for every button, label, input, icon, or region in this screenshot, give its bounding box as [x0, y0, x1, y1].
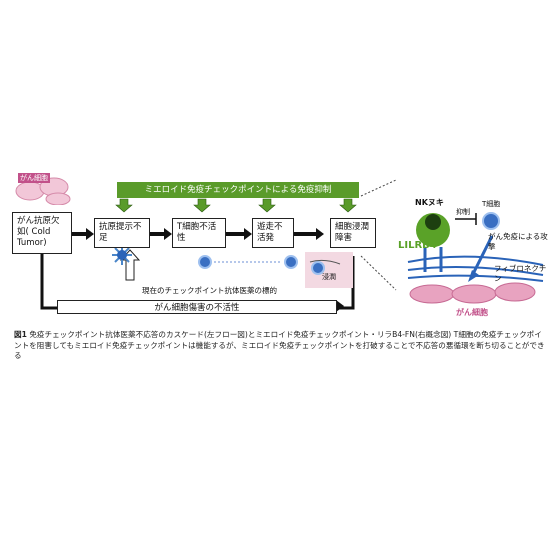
green-arrow-2: [193, 198, 211, 213]
box-cold-tumor: がん抗原欠如( Cold Tumor): [12, 212, 72, 254]
box-migration: 遊走不活発: [252, 218, 294, 248]
cytotoxicity-inactive-box: がん細胞傷害の不活性: [57, 300, 337, 314]
checkpoint-target-label: 現在のチェックポイント抗体医薬の標的: [142, 286, 277, 295]
fibronectin-label: フィブロネクチン: [494, 264, 547, 283]
nk-label: NKヌキ: [415, 198, 444, 207]
myeloid-checkpoint-banner: ミエロイド免疫チェックポイントによる免疫抑制: [117, 182, 359, 198]
box-t-cell-inactive: T細胞不活性: [172, 218, 226, 248]
box-antigen-presentation: 抗原提示不足: [94, 218, 150, 248]
green-arrow-1: [115, 198, 133, 213]
lilrb4-label: LILRB4: [398, 240, 437, 251]
right-cancer-cell-label: がん細胞: [456, 308, 488, 317]
cancer-cell-cluster: がん細胞: [14, 173, 74, 205]
caption-fig-number: 図1: [14, 330, 27, 339]
suppression-label: 抑制: [456, 208, 470, 216]
t-cell-label: T細胞: [482, 200, 501, 208]
cancer-cell-cluster-icon: [15, 177, 71, 205]
caption-text: 免疫チェックポイント抗体医薬不応答のカスケード(左フロー図)とミエロイド免疫チェ…: [14, 330, 545, 360]
invasion-label: 浸潤: [322, 273, 336, 281]
figure-caption: 図1 免疫チェックポイント抗体医薬不応答のカスケード(左フロー図)とミエロイド免…: [14, 330, 546, 362]
green-arrow-4: [339, 198, 357, 213]
box-infiltration: 細胞浸潤障害: [330, 218, 376, 248]
cancer-cell-label: がん細胞: [18, 173, 50, 183]
green-arrow-3: [258, 198, 276, 213]
dendritic-cell-icon: [112, 245, 132, 265]
attack-label: がん免疫による攻撃: [488, 232, 548, 251]
